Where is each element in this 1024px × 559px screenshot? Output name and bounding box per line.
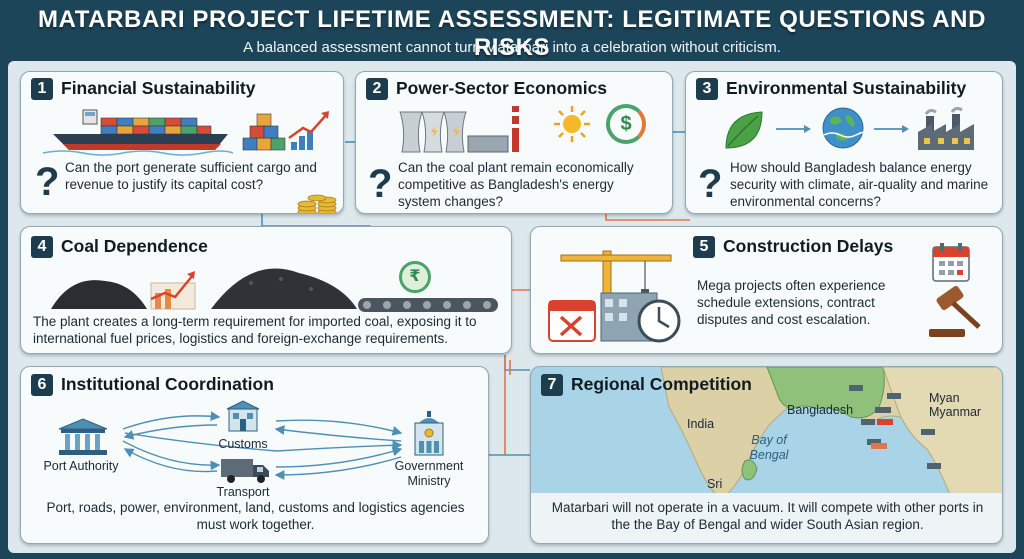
customs-label: Customs (218, 437, 268, 451)
question-icon: ? (368, 162, 393, 206)
government-ministry-label: Government Ministry (394, 459, 464, 488)
card-coal-dependence: 4 Coal Dependence ₹ The plant creates a … (20, 226, 512, 354)
card-number: 2 (366, 78, 388, 100)
bay-of-bengal-map (660, 367, 1002, 500)
card-title: Financial Sustainability (61, 78, 256, 98)
header: MATARBARI PROJECT LIFETIME ASSESSMENT: L… (0, 0, 1024, 62)
government-ministry-icon (414, 411, 444, 456)
rupee-coin-icon: ₹ (399, 261, 431, 293)
dollar-cycle-icon: $ (606, 104, 646, 144)
conveyor-belt-icon (358, 298, 498, 312)
globe-icon (822, 107, 865, 149)
truck-icon (221, 459, 269, 483)
dollar-icon: $ (620, 113, 632, 135)
coal-pile-icon (51, 268, 357, 310)
card-institutional-coordination: 6 Institutional Coordination Port Author… (20, 366, 489, 544)
card-title: Coal Dependence (61, 236, 208, 256)
cargo-ship-icon (42, 109, 234, 156)
arrow-right-icon (874, 125, 909, 133)
card-title: Institutional Coordination (61, 374, 274, 394)
page-subtitle: A balanced assessment cannot turn Matarb… (243, 39, 781, 56)
customs-icon (226, 400, 260, 432)
calendar-icon (932, 243, 970, 282)
card-number: 3 (696, 78, 718, 100)
card-number: 7 (541, 374, 563, 396)
coordination-arrows (122, 411, 403, 480)
card-text: Port, roads, power, environment, land, c… (46, 500, 465, 532)
map-label-bangladesh: Bangladesh (787, 403, 854, 417)
port-authority-icon (58, 418, 108, 455)
card-text: Can the port generate sufficient cargo a… (65, 160, 317, 192)
coins-icon (297, 194, 337, 213)
card-construction-delays: 5 Construction Delays Mega projects ofte… (530, 226, 1003, 354)
port-authority-label: Port Authority (43, 459, 119, 473)
card-title: Regional Competition (571, 374, 752, 394)
card-title: Construction Delays (723, 236, 894, 256)
card-number: 1 (31, 78, 53, 100)
card-text: How should Bangladesh balance energy sec… (730, 160, 989, 209)
transport-label: Transport (216, 485, 270, 499)
question-icon: ? (35, 160, 60, 204)
card-power-sector-economics: 2 Power-Sector Economics $ ? Can the coa… (355, 71, 673, 214)
construction-crane-icon (548, 250, 681, 343)
card-number: 4 (31, 236, 53, 258)
card-title: Environmental Sustainability (726, 78, 967, 98)
card-text: Can the coal plant remain economically c… (398, 160, 634, 209)
arrow-right-icon (776, 125, 811, 133)
map-label-myanmar: Myanmar (929, 405, 982, 419)
gavel-icon (929, 285, 981, 337)
map-label-sri: Sri (707, 477, 723, 491)
card-title: Power-Sector Economics (396, 78, 608, 98)
card-financial-sustainability: 1 Financial Sustainability ? Can the por… (20, 71, 344, 214)
rupee-icon: ₹ (409, 268, 421, 285)
card-text: Mega projects often experience schedule … (697, 278, 886, 327)
card-text: Matarbari will not operate in a vacuum. … (551, 500, 984, 532)
leaf-icon (725, 111, 763, 149)
text-band (531, 493, 1002, 543)
factory-icon (918, 106, 974, 150)
card-number: 6 (31, 374, 53, 396)
power-plant-icon (399, 106, 519, 153)
sun-icon (554, 106, 590, 142)
card-text: The plant creates a long-term requiremen… (33, 314, 477, 346)
question-icon: ? (698, 162, 723, 206)
container-growth-icon (242, 111, 329, 151)
card-environmental-sustainability: 3 Environmental Sustainability ? How sho… (685, 71, 1003, 214)
card-regional-competition: 7 Regional Competition India Bangladesh … (530, 366, 1003, 544)
page-title: MATARBARI PROJECT LIFETIME ASSESSMENT: L… (37, 6, 987, 61)
map-label-india: India (687, 417, 715, 431)
map-label-bay-of-bengal: Bay of Bengal (749, 433, 789, 462)
map-label-myanmar-short: Myan (929, 391, 960, 405)
card-number: 5 (693, 236, 715, 258)
